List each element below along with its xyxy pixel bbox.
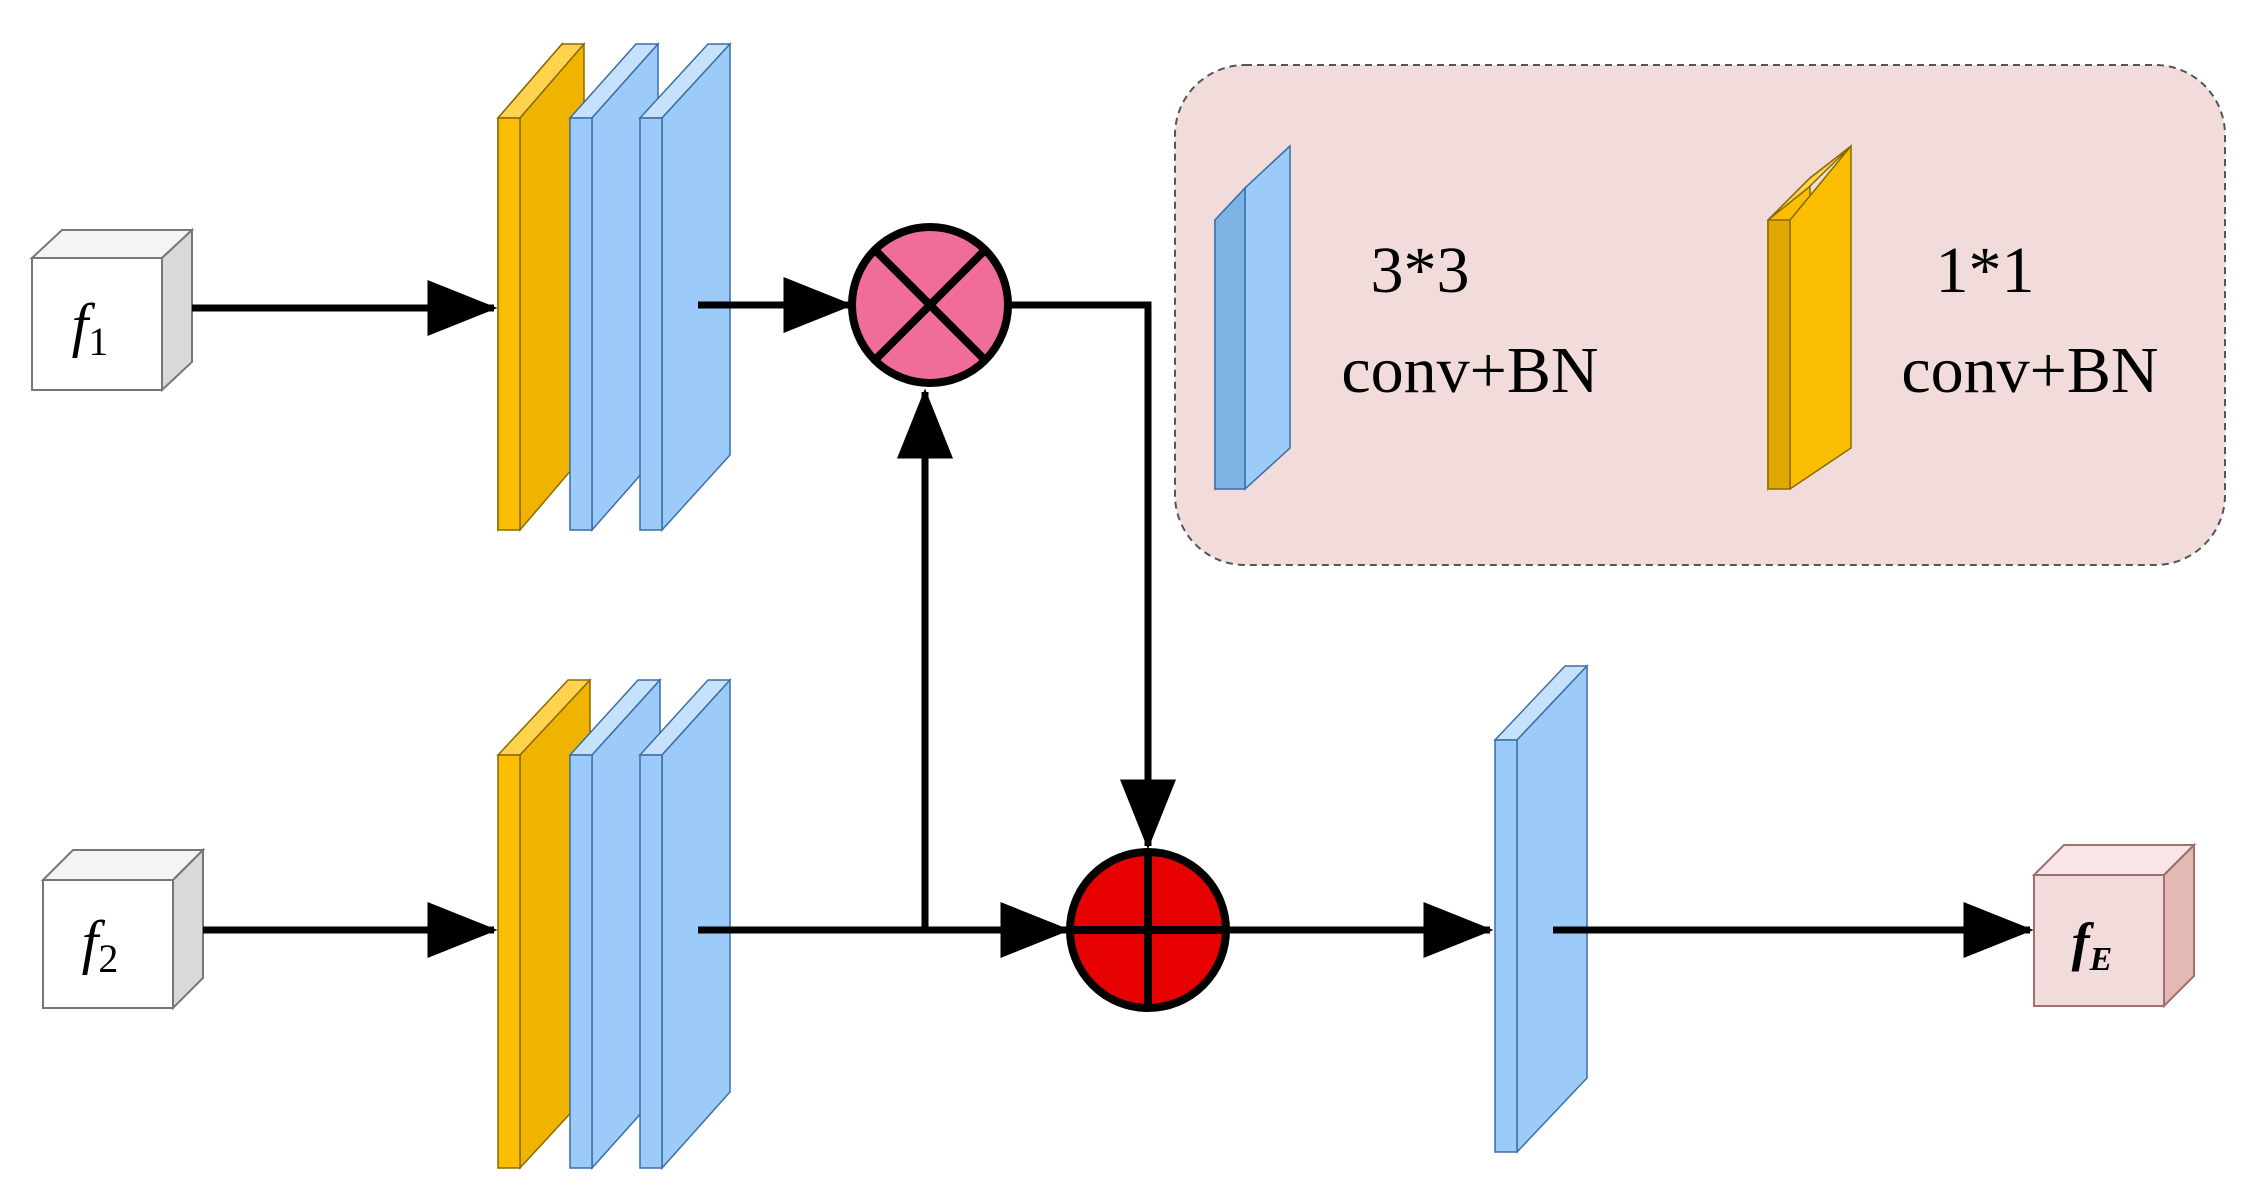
legend-conv3x3-plate (1214, 144, 1291, 491)
final-conv3x3-plate (1493, 664, 1589, 1154)
legend-box (1174, 64, 2226, 566)
top-conv3x3-plate-2 (638, 42, 732, 532)
bottom-conv3x3-plate-2 (638, 678, 732, 1170)
connections (192, 277, 2034, 958)
input-f1-cube (29, 227, 195, 393)
circled-plus-icon (1066, 848, 1230, 1012)
output-fE-sub: E (2089, 941, 2113, 978)
circled-times-icon (848, 223, 1012, 387)
legend-conv1x1-plate (1767, 143, 1852, 491)
input-f2-sub: 2 (98, 936, 118, 981)
top-conv-stack (496, 41, 732, 533)
line-multiply-to-add (1010, 301, 1176, 850)
input-f1-label: f1 (72, 292, 109, 364)
top-conv1x1-plate (496, 41, 586, 533)
bottom-conv-stack (496, 678, 732, 1170)
output-fE-label: fE (2072, 912, 2113, 978)
output-fE-cube (2031, 842, 2197, 1009)
output-fE-base: f (2072, 912, 2095, 972)
legend: 3*3 conv+BN 1*1 conv+BN (1174, 64, 2226, 566)
input-f2-cube (40, 847, 206, 1011)
legend-conv1x1-line1: 1*1 (1936, 234, 2035, 307)
legend-conv1x1-line2: conv+BN (1901, 334, 2158, 407)
input-f1-sub: 1 (88, 319, 108, 364)
legend-conv3x3-line2: conv+BN (1341, 334, 1598, 407)
legend-conv3x3-line1: 3*3 (1371, 234, 1470, 307)
